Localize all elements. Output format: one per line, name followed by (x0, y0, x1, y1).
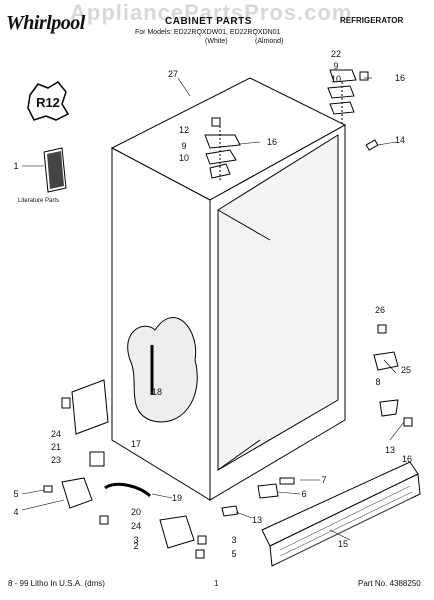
diagram-title: CABINET PARTS (165, 16, 252, 27)
lower-left-parts (43, 379, 207, 559)
footer-litho: 8 - 99 Litho In U.S.A. (dms) (8, 579, 105, 588)
r12-badge (27, 81, 70, 121)
brand-logo: Whirlpool (6, 12, 85, 34)
color-almond-label: (Almond) (255, 38, 284, 45)
callout: 26 (374, 305, 386, 315)
literature-label: Literature Parts (18, 198, 60, 204)
footer-part-no: Part No. 4388250 (358, 579, 421, 588)
callout: 13 (251, 515, 263, 525)
callout: 7 (321, 475, 327, 485)
callout: 5 (231, 549, 237, 559)
lower-middle-parts (221, 477, 295, 517)
callout: 16 (266, 137, 278, 147)
callout: 1 (13, 161, 19, 171)
callout: 10 (178, 153, 190, 163)
category-label: REFRIGERATOR (340, 16, 404, 25)
callout: 19 (171, 493, 183, 503)
bottom-hinge-right (373, 324, 413, 427)
callout: 23 (50, 455, 62, 465)
r12-label-box: R12 (28, 84, 68, 120)
toe-grille (261, 461, 421, 567)
callout: 22 (330, 49, 342, 59)
callout: 16 (401, 454, 413, 464)
callout: 8 (375, 377, 381, 387)
callout: 21 (50, 442, 62, 452)
footer-page: 1 (214, 579, 219, 588)
callout: 12 (178, 125, 190, 135)
literature-booklet (43, 147, 67, 193)
top-hinge-left (204, 117, 241, 180)
callout: 24 (50, 429, 62, 439)
leader-lines (21, 77, 405, 541)
callout: 2 (133, 541, 139, 551)
callout: 24 (130, 521, 142, 531)
callout: 17 (130, 439, 142, 449)
callout: 10 (330, 74, 342, 84)
callout: 20 (130, 507, 142, 517)
callout: 27 (167, 69, 179, 79)
callout: 3 (133, 535, 139, 545)
models-label: For Models: ED22RQXDW01, ED22RQXDN01 (135, 29, 281, 36)
callout: 5 (13, 489, 19, 499)
watermark: AppliancePartsPros.com (70, 0, 353, 25)
callout: 9 (333, 61, 339, 71)
callout: 15 (337, 539, 349, 549)
callout: 13 (384, 445, 396, 455)
callout: 3 (231, 535, 237, 545)
callout: 25 (400, 365, 412, 375)
callout: 9 (181, 141, 187, 151)
r12-label: R12 (36, 94, 60, 110)
color-white-label: (White) (205, 38, 228, 45)
callout: 16 (394, 73, 406, 83)
callout: 6 (301, 489, 307, 499)
callout: 4 (13, 507, 19, 517)
callout: 18 (151, 387, 163, 397)
callout: 14 (394, 135, 406, 145)
top-hinge-right (327, 69, 379, 151)
